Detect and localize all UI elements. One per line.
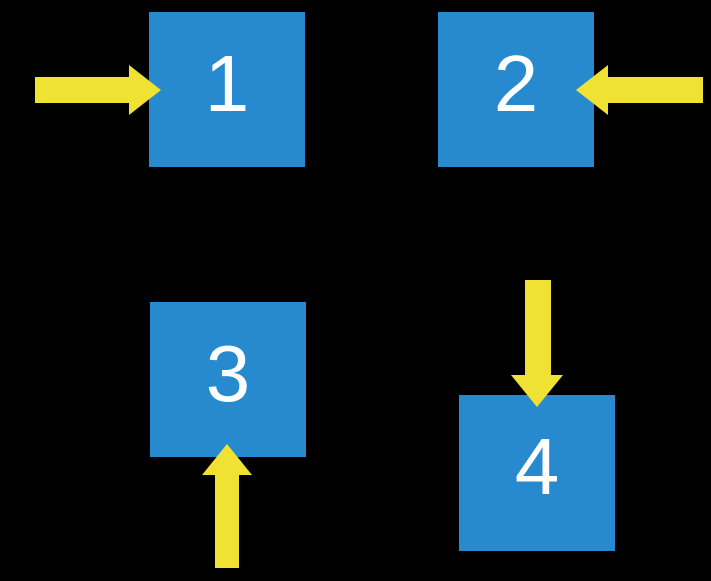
square-2: 2 — [438, 12, 594, 167]
square-3: 3 — [150, 302, 306, 457]
square-1-label: 1 — [204, 38, 250, 128]
square-3-label: 3 — [205, 328, 251, 418]
arrow-pointing-right-icon — [35, 65, 161, 115]
square-4-label: 4 — [514, 422, 560, 511]
arrow-pointing-left-icon — [576, 65, 703, 115]
arrow-pointing-up-icon — [202, 444, 252, 568]
square-2-label: 2 — [493, 38, 539, 128]
square-1: 1 — [149, 12, 305, 167]
arrow-pointing-down-icon — [511, 280, 563, 407]
square-4: 4 — [459, 395, 615, 551]
